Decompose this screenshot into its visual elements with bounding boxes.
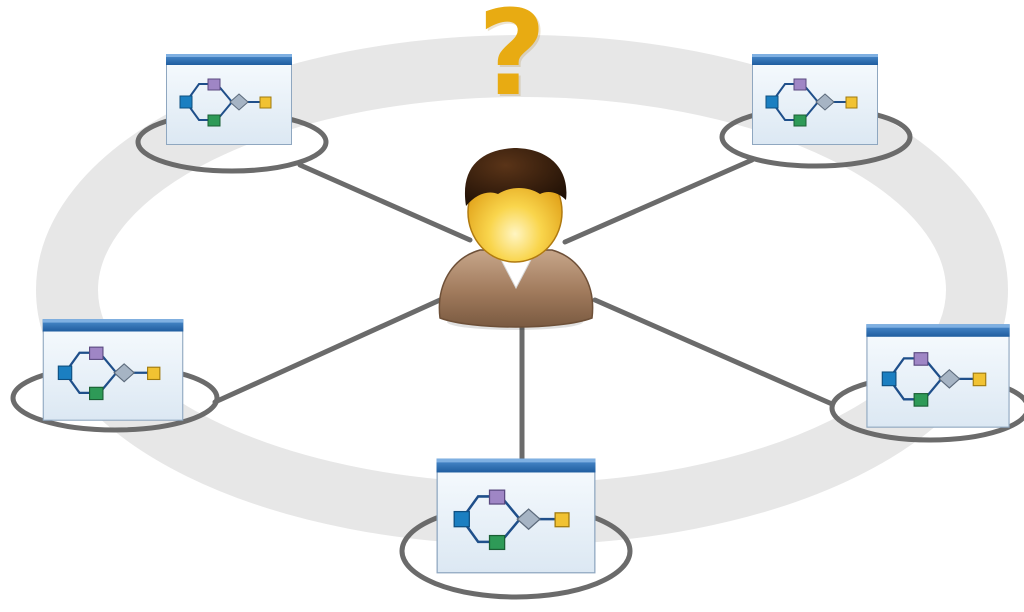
workflow-window-icon bbox=[751, 53, 879, 146]
workflow-window-icon bbox=[165, 53, 293, 146]
connectors bbox=[212, 157, 835, 465]
workflow-window-icon bbox=[41, 318, 185, 422]
connector-top-left bbox=[297, 162, 473, 243]
person-hair bbox=[464, 148, 567, 206]
connector-top-right bbox=[562, 157, 755, 245]
workflow-node-bottom[interactable] bbox=[399, 457, 633, 600]
connector-middle-left bbox=[212, 297, 443, 405]
workflow-node-top-left[interactable] bbox=[135, 53, 329, 174]
workflow-node-top-right[interactable] bbox=[719, 53, 913, 169]
workflow-node-middle-right[interactable] bbox=[829, 323, 1024, 443]
workflow-window-icon bbox=[865, 323, 1011, 429]
workflow-window-icon bbox=[435, 457, 597, 575]
question-mark-icon: ? bbox=[477, 0, 547, 122]
user-avatar-icon bbox=[438, 148, 594, 330]
connector-middle-right bbox=[592, 297, 835, 407]
workflow-node-middle-left[interactable] bbox=[10, 318, 220, 433]
